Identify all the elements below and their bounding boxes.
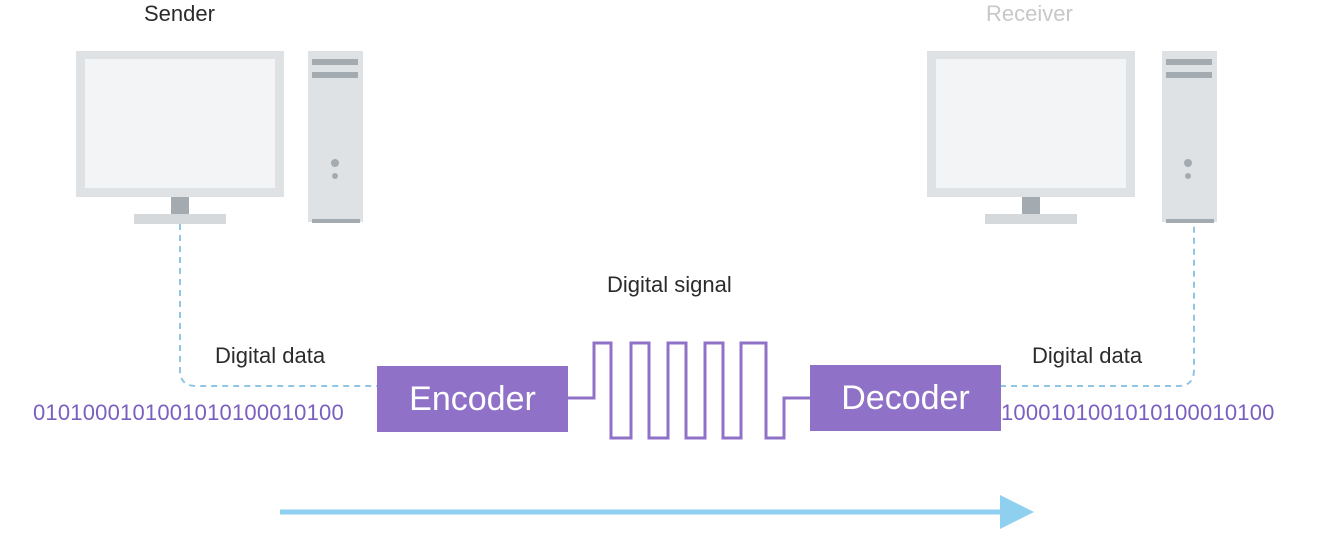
sender-monitor-icon (76, 51, 284, 224)
sender-title: Sender (144, 1, 215, 26)
flow-arrow-icon (280, 495, 1034, 529)
receiver-dashed-link (1000, 224, 1195, 387)
receiver-data-label: Digital data (1032, 343, 1143, 368)
sender-bit-stream: 0101000101001010100010100 (33, 402, 344, 424)
digital-signal-label: Digital signal (607, 272, 732, 297)
decoder-block: Decoder (810, 365, 1001, 431)
receiver-tower-icon (1162, 51, 1217, 223)
sender-data-label: Digital data (215, 343, 326, 368)
sender-dashed-link (179, 224, 380, 387)
sender-tower-icon (308, 51, 363, 223)
digital-signal-wave (568, 341, 810, 440)
encoder-block: Encoder (377, 366, 568, 432)
receiver-monitor-icon (927, 51, 1135, 224)
receiver-bit-stream: 1000101001010100010100 (1001, 402, 1275, 424)
receiver-title: Receiver (986, 1, 1073, 26)
